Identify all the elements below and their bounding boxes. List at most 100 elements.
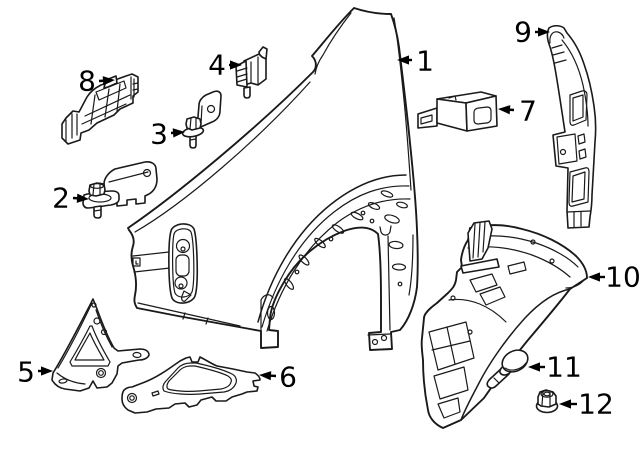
- part-11-bolt: [486, 349, 529, 389]
- hood-crease: [134, 81, 311, 233]
- flag-hole: [206, 104, 216, 114]
- part-2-bracket: [82, 161, 158, 219]
- callout-8[interactable]: 8: [78, 65, 115, 98]
- lamp-slot-rect: [175, 254, 190, 277]
- cowl-inner-line: [314, 12, 352, 75]
- front-band-line: [132, 251, 170, 257]
- lower-window: [568, 167, 590, 207]
- liner-step-box: [469, 273, 498, 293]
- callout-number: 8: [78, 65, 96, 98]
- part-6-shield-plate: [121, 356, 261, 414]
- callout-number: 7: [519, 95, 537, 128]
- callout-9[interactable]: 9: [514, 16, 550, 49]
- upper-window: [569, 90, 588, 126]
- rear-foot-top: [367, 333, 391, 336]
- callout-number: 4: [208, 49, 226, 82]
- part-12-nut: [535, 389, 559, 414]
- liner-grid-panel: [428, 321, 475, 371]
- rear-leg-line: [387, 235, 391, 331]
- callout-arrowhead: [102, 76, 115, 86]
- liner-silhouette: [420, 224, 588, 429]
- callout-number: 2: [52, 182, 70, 215]
- lamp-slot-outer: [168, 223, 199, 304]
- rear-foot-hole: [380, 334, 388, 342]
- box-front-face: [436, 98, 468, 132]
- callout-12[interactable]: 12: [559, 388, 614, 421]
- stud: [189, 134, 197, 149]
- lamp-slot-pin: [180, 246, 186, 252]
- hex-head: [185, 116, 202, 131]
- callout-number: 5: [17, 356, 35, 389]
- callout-number: 6: [279, 361, 297, 394]
- front-leg-slot: [266, 305, 276, 321]
- door-edge-inner: [393, 17, 412, 191]
- part-5-gusset: [51, 298, 150, 392]
- lamp-slot-pin: [178, 283, 184, 289]
- callout-number: 9: [514, 16, 532, 49]
- callout-number: 1: [416, 45, 434, 78]
- callout-arrowhead: [559, 399, 571, 409]
- flange-hole: [473, 106, 492, 125]
- callout-10[interactable]: 10: [588, 261, 640, 294]
- gusset-cutout: [69, 325, 111, 367]
- callout-11[interactable]: 11: [528, 351, 582, 384]
- rear-lower-crease: [408, 234, 414, 296]
- callout-arrowhead: [76, 193, 89, 203]
- callout-arrowhead: [397, 55, 409, 65]
- arch-band-edge: [266, 198, 411, 332]
- lamp-slot-circle: [175, 238, 191, 254]
- sill-inner-line: [137, 302, 241, 327]
- front-clip-box: [132, 257, 141, 267]
- rail-channel: [95, 80, 127, 101]
- part-1-fender: [127, 7, 419, 351]
- callout-number: 3: [150, 118, 168, 151]
- foot-line: [566, 210, 591, 213]
- liner-lower-panel: [433, 366, 469, 400]
- liner-step-band: [460, 258, 500, 274]
- callout-arrowhead: [230, 60, 242, 70]
- sill-tick: [205, 317, 209, 325]
- callout-6[interactable]: 6: [259, 361, 297, 394]
- arch-second-crease: [261, 185, 410, 328]
- reinforcement-outline: [546, 24, 597, 229]
- liner-opening-arc: [460, 288, 571, 421]
- callout-arrowhead: [259, 371, 272, 381]
- middle-box: [556, 133, 578, 165]
- callout-arrowhead: [588, 272, 600, 282]
- stud: [243, 86, 251, 99]
- arch-outer-crease: [257, 174, 407, 323]
- callout-number: 11: [546, 351, 582, 384]
- liner-step-box: [507, 261, 527, 275]
- callout-7[interactable]: 7: [498, 95, 537, 128]
- callout-5[interactable]: 5: [17, 356, 53, 389]
- lamp-slot-circle: [174, 276, 188, 290]
- front-leg-edge: [260, 294, 274, 301]
- callout-3[interactable]: 3: [150, 118, 185, 151]
- callout-4[interactable]: 4: [208, 49, 242, 82]
- part-7-box-bracket: [417, 91, 498, 132]
- sill-tick: [182, 312, 186, 320]
- lamp-slot-inner: [172, 228, 195, 298]
- lamp-slot-wedge: [181, 290, 192, 302]
- box-right-flange: [465, 95, 498, 132]
- callout-number: 10: [605, 261, 640, 294]
- callout-1[interactable]: 1: [397, 45, 434, 78]
- arch-band-slots: [283, 190, 408, 290]
- part-3-bracket: [181, 90, 222, 149]
- fender-silhouette: [127, 7, 419, 351]
- callout-arrowhead: [41, 366, 53, 376]
- stud: [93, 205, 102, 219]
- bolt-head: [501, 349, 529, 373]
- part-4-clip-bracket: [235, 46, 268, 99]
- flag-plate: [196, 90, 222, 129]
- rear-foot-hole: [371, 338, 379, 346]
- hook-inner: [549, 31, 565, 44]
- part-8-rail-bracket: [61, 73, 139, 145]
- callout-2[interactable]: 2: [52, 182, 89, 215]
- front-clip-mark: [135, 260, 139, 265]
- part-9-reinforcement: [546, 24, 597, 229]
- shield-hole-inner: [166, 365, 232, 392]
